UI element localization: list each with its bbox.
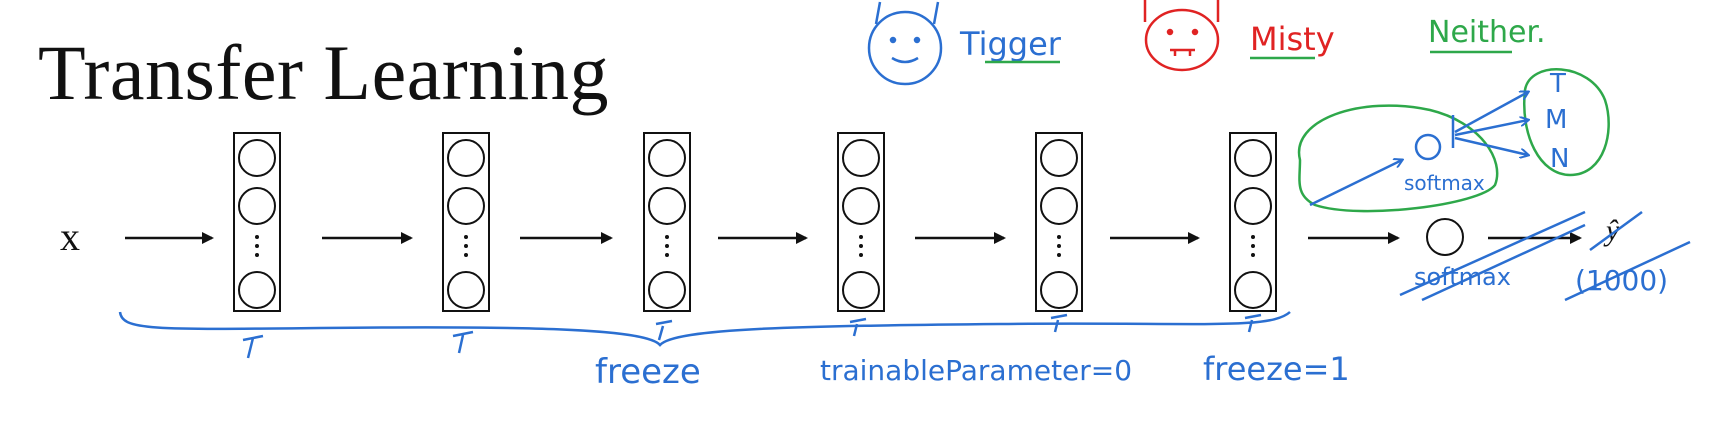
new-softmax-head: softmax T M N — [1297, 68, 1610, 213]
new-softmax-label: softmax — [1404, 171, 1485, 195]
trainable-annotation: trainableParameter=0 — [820, 354, 1132, 387]
layer-3 — [643, 132, 691, 312]
layer-4 — [837, 132, 885, 312]
layer-6 — [1229, 132, 1277, 312]
class-tigger: Tigger — [959, 25, 1062, 63]
misty-doodle — [1143, 0, 1220, 72]
layer-5 — [1035, 132, 1083, 312]
freeze-annotation: freeze — [595, 352, 701, 392]
new-output-m: M — [1545, 105, 1567, 135]
class-neither: Neither. — [1428, 15, 1546, 50]
slide-title: Transfer Learning — [38, 29, 609, 116]
freeze-brace — [118, 311, 1291, 359]
freeze-one-annotation: freeze=1 — [1203, 350, 1350, 388]
strike-lines — [1399, 210, 1691, 302]
old-softmax-unit: ŷ softmax (1000) — [1399, 210, 1691, 302]
class-misty: Misty — [1250, 20, 1335, 58]
layer-2 — [442, 132, 490, 312]
old-output-size: (1000) — [1575, 264, 1668, 297]
new-output-n: N — [1550, 144, 1569, 174]
tigger-doodle — [867, 1, 943, 86]
new-output-t: T — [1549, 69, 1566, 99]
input-label: x — [60, 214, 80, 259]
layer-1 — [233, 132, 281, 312]
